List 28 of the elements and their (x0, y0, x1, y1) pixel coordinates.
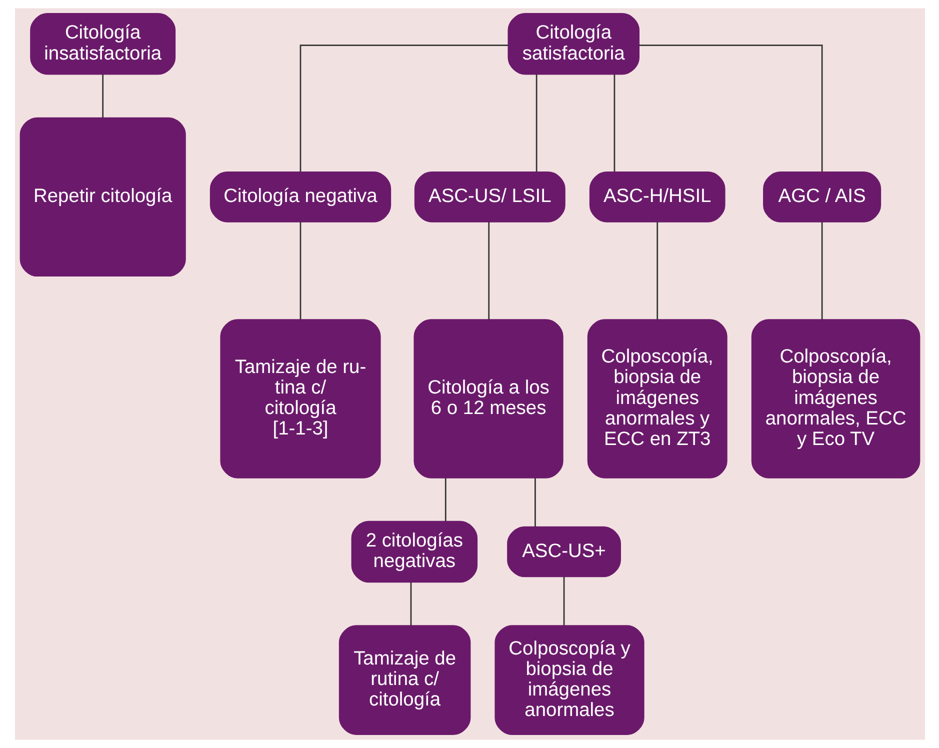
connector (488, 222, 490, 320)
node-box: Colposcopía, biopsia de imágenes anormales, ECC y Eco TV (750, 319, 920, 478)
node-box: Repetir citología (19, 117, 186, 277)
connector (299, 222, 301, 320)
connector (534, 478, 536, 527)
node-box: 2 citologías negativas (350, 520, 478, 583)
connector (638, 44, 822, 172)
node-box: Colposcopía, biopsia de imágenes anormales y ECC en ZT3 (586, 319, 727, 478)
node-box: Citología satisfactoria (507, 13, 640, 75)
connector (444, 478, 446, 522)
connector (562, 576, 564, 626)
connector (820, 222, 822, 320)
connector (410, 582, 412, 626)
node-box: ASC-US+ (506, 526, 620, 578)
connector (535, 74, 537, 172)
node-box: ASC-H/HSIL (588, 172, 725, 222)
node-box: Citología insatisfactoria (30, 13, 176, 75)
connector (299, 44, 508, 172)
node-box: Citología a los 6 o 12 meses (413, 319, 563, 478)
node-box: AGC / AIS (762, 172, 881, 222)
connector (102, 74, 104, 118)
node-box: Tamizaje de rutina c/ citología (338, 625, 470, 735)
node-box: Colposcopía y biopsia de imágenes anormales (494, 625, 644, 735)
connector (613, 74, 615, 172)
connector (656, 222, 658, 320)
node-box: Citología negativa (209, 172, 391, 222)
node-box: ASC-US/ LSIL (414, 172, 565, 222)
node-box: Tamizaje de ru- tina c/ citología [1-1-3] (220, 319, 380, 478)
